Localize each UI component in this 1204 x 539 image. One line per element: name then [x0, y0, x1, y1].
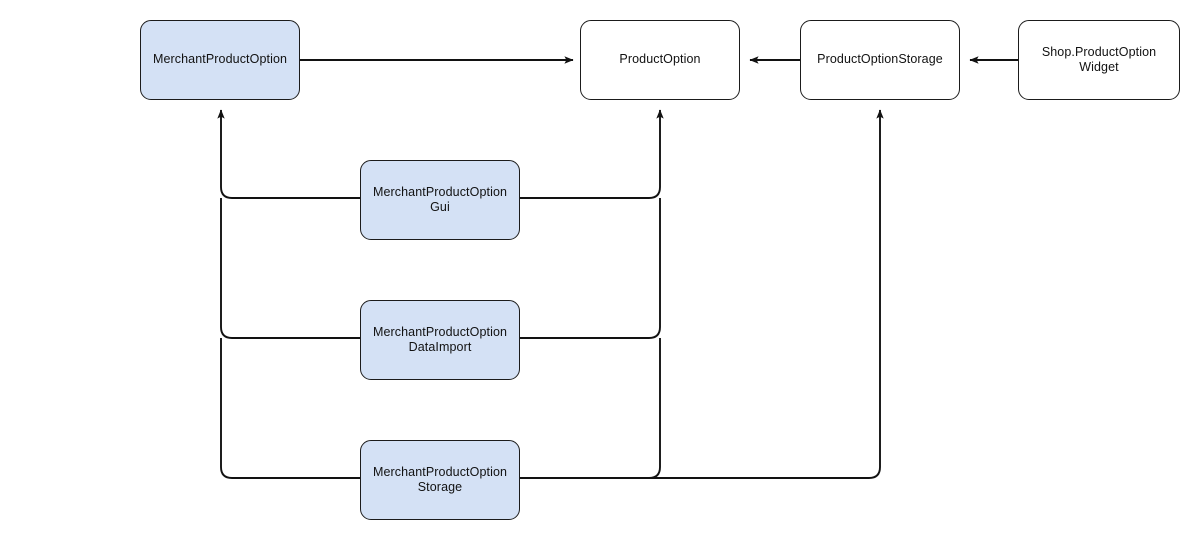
node-merchant-product-option-data-import[interactable]: MerchantProductOption DataImport [360, 300, 520, 380]
edge-gui-to-po [520, 109, 664, 199]
node-product-option[interactable]: ProductOption [580, 20, 740, 100]
node-label: ProductOptionStorage [817, 52, 943, 67]
node-label: ProductOption [619, 52, 701, 67]
node-shop-product-option-widget[interactable]: Shop.ProductOption Widget [1018, 20, 1180, 100]
edge-gui-to-mpo [217, 109, 360, 199]
node-product-option-storage[interactable]: ProductOptionStorage [800, 20, 960, 100]
node-label: MerchantProductOption DataImport [372, 324, 508, 355]
node-label: MerchantProductOption Gui [372, 184, 508, 215]
node-label: Shop.ProductOption Widget [1041, 44, 1157, 75]
node-label: MerchantProductOption [152, 52, 288, 67]
edge-dataimport-to-po [520, 198, 661, 339]
node-merchant-product-option-storage[interactable]: MerchantProductOption Storage [360, 440, 520, 520]
edge-storage-to-mpo [220, 338, 360, 479]
node-merchant-product-option[interactable]: MerchantProductOption [140, 20, 300, 100]
node-label: MerchantProductOption Storage [372, 464, 508, 495]
edge-storage-to-pos [520, 109, 884, 479]
edge-storage-to-po-trunk [531, 338, 661, 479]
edge-dataimport-to-mpo [220, 198, 360, 339]
node-merchant-product-option-gui[interactable]: MerchantProductOption Gui [360, 160, 520, 240]
